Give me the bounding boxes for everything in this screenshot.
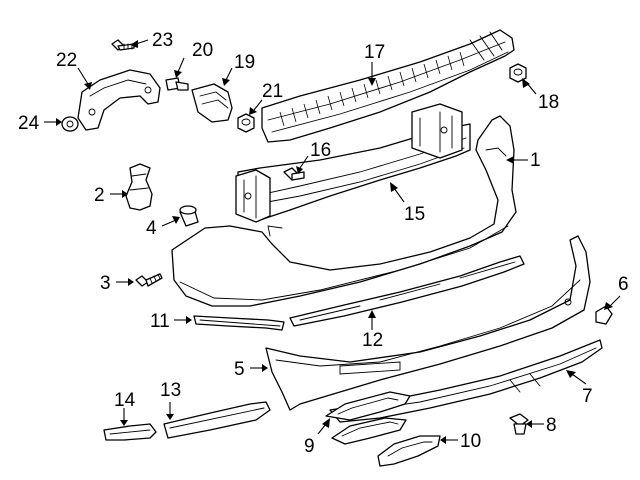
callout-1: 1 (530, 150, 541, 171)
callout-2: 2 (94, 185, 105, 206)
callout-15: 15 (404, 204, 425, 225)
part-22-side-bracket (77, 69, 161, 131)
callout-5: 5 (234, 359, 245, 380)
part-12-retainer-strip (289, 255, 525, 327)
callout-10: 10 (460, 431, 481, 452)
part-14-reflector (103, 423, 157, 441)
callout-8: 8 (546, 415, 557, 436)
part-4-clip (179, 205, 199, 227)
callout-13: 13 (160, 380, 181, 401)
part-10-exhaust-trim (377, 435, 441, 467)
part-18-nut (509, 63, 527, 83)
callout-20: 20 (192, 40, 213, 61)
part-23-bolt (111, 39, 135, 51)
callout-14: 14 (114, 390, 136, 411)
part-24-bumper-stop (61, 116, 79, 132)
leader-lines (44, 39, 621, 444)
part-15-reinforcement-beam (235, 103, 471, 223)
callout-22: 22 (56, 50, 77, 71)
part-1-bumper-cover (171, 115, 517, 307)
callout-11: 11 (150, 311, 170, 332)
part-17-absorber-strip (261, 29, 515, 143)
part-20-push-pin (165, 77, 189, 91)
callout-4: 4 (146, 218, 157, 239)
part-2-boot (125, 163, 153, 211)
callout-9: 9 (304, 436, 315, 457)
callout-21: 21 (262, 81, 283, 102)
callout-24: 24 (18, 113, 40, 134)
callout-16: 16 (310, 140, 331, 161)
callout-7: 7 (582, 386, 593, 407)
callout-19: 19 (234, 52, 255, 73)
part-9-exhaust-trim (325, 391, 411, 445)
callout-12: 12 (362, 330, 383, 351)
callout-6: 6 (618, 274, 629, 295)
part-3-screw (135, 273, 163, 287)
part-13-reflector (163, 401, 271, 439)
part-8-clip (509, 413, 529, 435)
part-6-clip (595, 305, 613, 325)
part-5-lower-valance (265, 235, 591, 411)
part-11-trim-molding (193, 315, 285, 331)
callout-3: 3 (100, 273, 111, 294)
callout-17: 17 (364, 42, 385, 63)
callout-18: 18 (538, 92, 559, 113)
callout-labels: 1 2 3 4 5 6 7 8 9 10 11 12 13 14 15 16 1… (18, 30, 629, 457)
part-21-nut (237, 113, 255, 133)
part-19-bracket (191, 83, 233, 123)
callout-23: 23 (152, 30, 173, 51)
